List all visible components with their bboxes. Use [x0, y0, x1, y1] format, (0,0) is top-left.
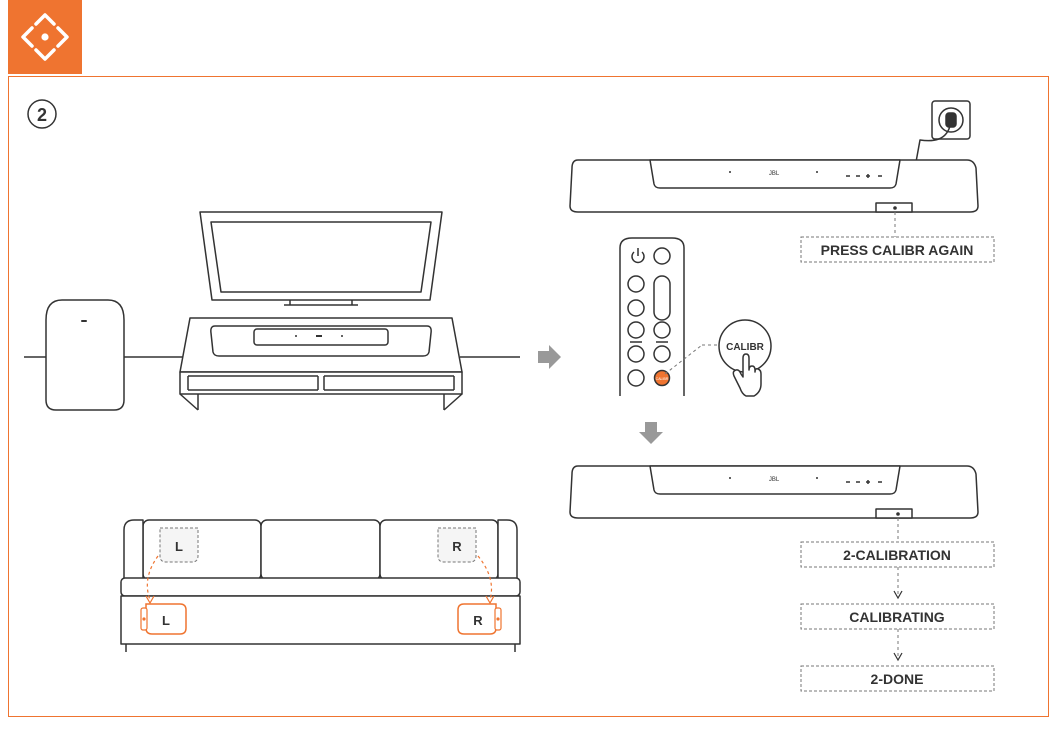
remote-calibr-button-label: CALIBR [656, 377, 669, 381]
television [199, 211, 443, 306]
press-calibr-again-text: PRESS CALIBR AGAIN [821, 242, 974, 258]
status-box-calibrating [800, 603, 995, 630]
display-status-sequence: 2-CALIBRATION CALIBRATING 2-DONE [800, 512, 995, 692]
wall-socket [915, 100, 971, 163]
rear-speaker-right-label: R [452, 539, 462, 554]
finger-press-icon [732, 353, 762, 397]
instruction-panel [8, 76, 1049, 717]
status-done-text: 2-DONE [871, 671, 924, 687]
soundbar-bottom-brand: JBL [769, 477, 780, 483]
rear-speaker-right: R R [437, 527, 502, 635]
status-box-calibration [800, 541, 995, 568]
calibr-callout-text: CALIBR [726, 342, 765, 353]
step-number-badge: 2 [27, 99, 57, 129]
header-tile [8, 0, 82, 74]
rear-speaker-right-mounted-label: R [473, 613, 483, 628]
soundbar-top-brand: JBL [769, 171, 780, 177]
step-number: 2 [37, 105, 47, 125]
soundbar-bottom: JBL [569, 465, 979, 519]
power-icon [631, 248, 645, 264]
subwoofer [45, 299, 125, 411]
soundbar-small [210, 325, 432, 357]
label-press-calibr-again: PRESS CALIBR AGAIN [800, 206, 995, 263]
rear-speaker-left: L L [140, 527, 199, 635]
rear-speaker-left-mounted-label: L [162, 613, 170, 628]
status-calibration-text: 2-CALIBRATION [843, 547, 951, 563]
status-box-done [800, 665, 995, 692]
arrow-down-icon [639, 422, 663, 444]
arrow-right-icon [538, 345, 561, 369]
rear-speaker-left-label: L [175, 539, 183, 554]
status-calibrating-text: CALIBRATING [849, 609, 945, 625]
remote-control: CALIBR [619, 237, 685, 396]
directional-pad-icon [21, 13, 69, 61]
soundbar-top: JBL [569, 159, 979, 213]
